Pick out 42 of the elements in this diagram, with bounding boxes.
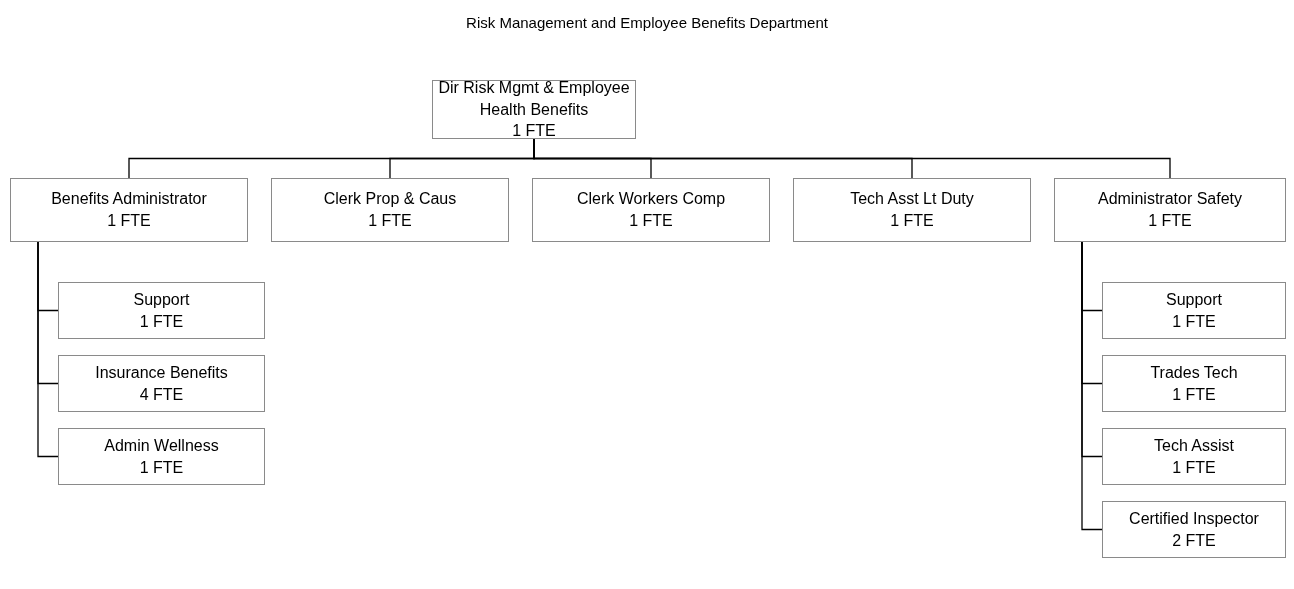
fte-count: 1 FTE: [139, 311, 184, 332]
position-title: Admin Wellness: [104, 435, 219, 456]
position-box: [271, 178, 509, 242]
fte-count: 1 FTE: [107, 211, 151, 231]
fte-count: 1 FTE: [629, 211, 673, 231]
position-box: [793, 178, 1031, 242]
fte-count: 4 FTE: [139, 384, 184, 405]
position-title: Clerk Prop & Caus: [323, 189, 457, 210]
position-box: [10, 178, 248, 242]
chart-title: Risk Management and Employee Benefits Department: [466, 13, 828, 33]
connector-line: [1081, 241, 1103, 531]
position-box: [1054, 178, 1286, 242]
position-title: Tech Asst Lt Duty: [850, 189, 974, 210]
fte-count: 1 FTE: [1172, 457, 1216, 478]
position-title: Insurance Benefits: [95, 362, 228, 383]
position-box: [58, 282, 265, 339]
fte-count: 1 FTE: [1148, 211, 1192, 231]
position-box: [1102, 501, 1286, 558]
fte-count: 1 FTE: [512, 121, 556, 142]
position-box: [1102, 428, 1286, 485]
position-box: [58, 428, 265, 485]
position-box: [532, 178, 770, 242]
position-title: Tech Assist: [1154, 435, 1234, 456]
position-box: [58, 355, 265, 412]
position-box: [1102, 355, 1286, 412]
fte-count: 1 FTE: [1172, 384, 1216, 405]
position-title: Support: [133, 289, 190, 310]
position-title: Trades Tech: [1150, 362, 1238, 383]
connector-line: [37, 241, 59, 458]
fte-count: 1 FTE: [890, 211, 934, 231]
fte-count: 2 FTE: [1172, 530, 1216, 551]
position-title: Support: [1165, 289, 1222, 310]
fte-count: 1 FTE: [368, 211, 412, 231]
fte-count: 1 FTE: [1172, 311, 1216, 332]
position-title: Benefits Administrator: [51, 189, 207, 210]
position-title: Certified Inspector: [1129, 508, 1259, 529]
position-box: [1102, 282, 1286, 339]
position-title: Dir Risk Mgmt & Employee Health Benefits: [437, 78, 631, 120]
position-title: Administrator Safety: [1097, 189, 1243, 210]
position-box: [432, 80, 636, 139]
position-title: Clerk Workers Comp: [576, 189, 726, 210]
fte-count: 1 FTE: [139, 457, 184, 478]
